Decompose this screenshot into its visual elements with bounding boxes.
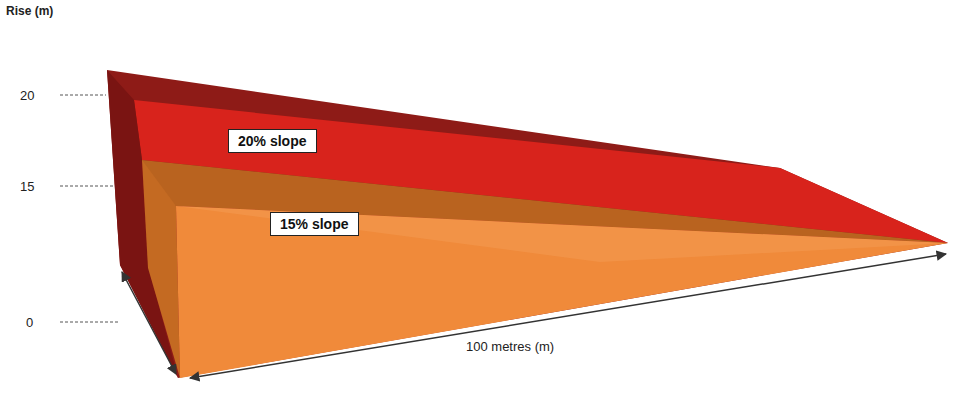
dimension-label: 100 metres (m) xyxy=(466,339,554,354)
tick-line xyxy=(60,95,106,96)
depth-arrow xyxy=(122,272,176,374)
length-arrow xyxy=(190,254,946,378)
wedge-highlight xyxy=(176,206,948,262)
wedge-front xyxy=(176,206,948,378)
axis-tick-value: 15 xyxy=(20,179,34,194)
slope-label: 15% slope xyxy=(280,216,349,232)
axis-tick-value: 20 xyxy=(20,88,34,103)
slope-label-box: 15% slope xyxy=(270,212,359,236)
slope-label: 20% slope xyxy=(238,133,307,149)
axis-title: Rise (m) xyxy=(6,4,53,19)
slope-label-box: 20% slope xyxy=(228,129,317,153)
wedge-20-back xyxy=(107,70,948,378)
tick-line xyxy=(60,322,118,323)
axis-tick-value: 0 xyxy=(26,315,33,330)
